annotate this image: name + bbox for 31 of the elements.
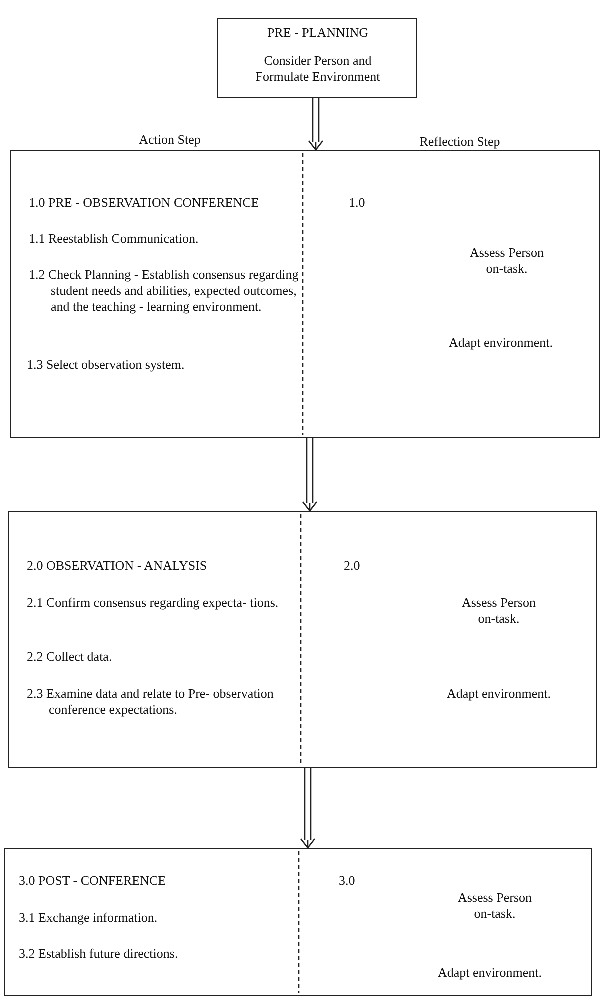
reflection-item: Adapt environment. [437,965,543,981]
stage-heading: 2.0 OBSERVATION - ANALYSIS [27,558,208,574]
stage-heading: 3.0 POST - CONFERENCE [19,873,168,889]
stage-number: 1.0 [349,195,366,211]
reflection-item: Adapt environment. [446,686,552,702]
stage-box [4,848,592,996]
reflection-item: Assess Person on-task. [460,595,538,627]
reflection-item: Assess Person on-task. [456,890,534,922]
stage-number: 2.0 [344,558,362,574]
step-item: 2.3 Examine data and relate to Pre- observation conference expectations. [27,686,275,718]
stage-heading: 1.0 PRE - OBSERVATION CONFERENCE [29,195,260,211]
step-item: 1.1 Reestablish Communication. [29,231,200,247]
double-arrow [308,97,324,151]
step-item: 3.2 Establish future directions. [19,946,180,962]
reflection-item: Adapt environment. [448,335,554,351]
stage-box [10,150,600,438]
reflection-item: Assess Person on-task. [468,245,546,277]
box-text: Consider Person and Formulate Environment [254,53,382,85]
step-item: 1.2 Check Planning - Establish consensus regarding student needs and abilities, expected outcomes, and the teaching - learning environment. [29,267,299,315]
double-arrow [302,437,318,512]
stage-number: 3.0 [339,873,356,889]
column-heading: Reflection Step [418,134,502,150]
column-heading: Action Step [138,132,202,148]
step-item: 2.2 Collect data. [27,649,114,665]
step-item: 2.1 Confirm consensus regarding expecta- tions. [27,595,280,611]
step-item: 1.3 Select observation system. [27,357,186,373]
double-arrow [300,767,316,849]
box-heading: PRE - PLANNING [266,25,370,41]
process-box [217,18,417,98]
stage-box [8,511,597,768]
step-item: 3.1 Exchange information. [19,910,159,926]
